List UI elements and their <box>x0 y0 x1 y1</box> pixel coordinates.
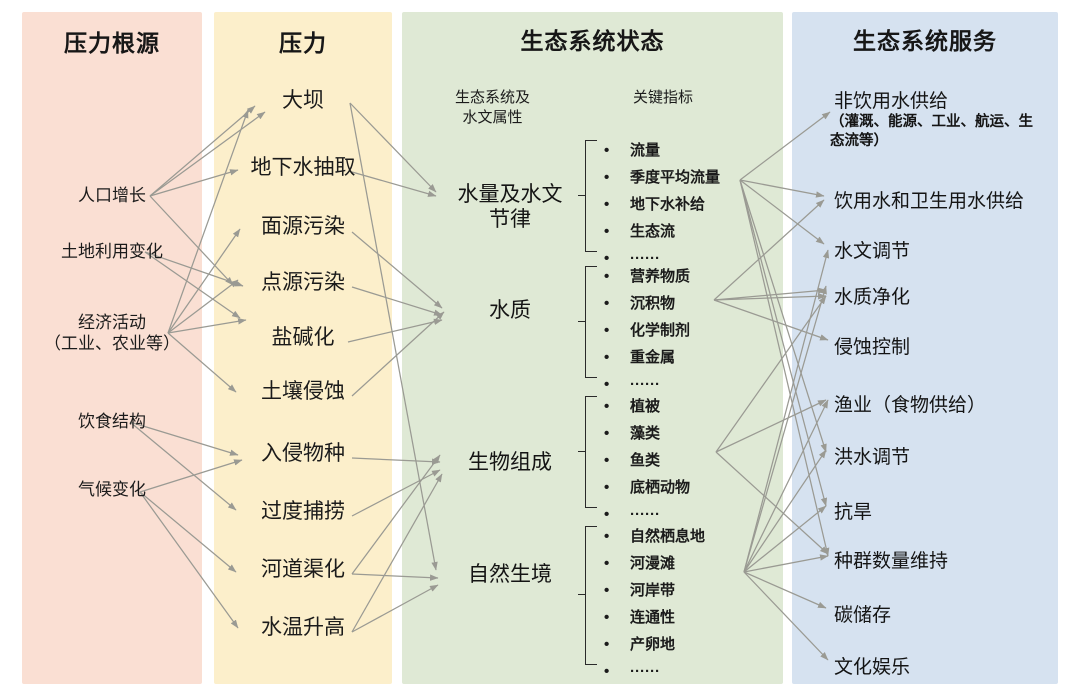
service-item-5[interactable]: 渔业（食物供给） <box>834 395 987 416</box>
pressure-item-6[interactable]: 入侵物种 <box>261 442 345 465</box>
service-item-7[interactable]: 抗旱 <box>834 502 873 523</box>
indicator: 河岸带 <box>596 577 705 604</box>
state-group-2-indicators: 植被 藻类 鱼类 底栖动物 ······ <box>596 393 690 528</box>
state-group-1-brace-tick <box>578 321 585 322</box>
indicator: 藻类 <box>596 420 690 447</box>
pressure-item-7[interactable]: 过度捕捞 <box>261 500 345 523</box>
panel-services <box>792 12 1058 684</box>
service-item-10[interactable]: 文化娱乐 <box>834 657 911 678</box>
state-group-3-indicators: 自然栖息地 河漫滩 河岸带 连通性 产卵地 ······ <box>596 523 705 685</box>
state-group-0-name-line2: 节律 <box>489 208 531 232</box>
state-group-0-name-line1: 水量及水文 <box>457 183 563 206</box>
indicator: ······ <box>596 371 690 398</box>
pressure-item-5[interactable]: 土壤侵蚀 <box>261 380 345 403</box>
service-item-6[interactable]: 洪水调节 <box>834 447 911 468</box>
state-group-1-indicators: 营养物质 沉积物 化学制剂 重金属 ······ <box>596 263 690 398</box>
pressure-item-3[interactable]: 点源污染 <box>261 271 345 294</box>
state-group-0-brace <box>585 140 597 252</box>
panel-title-drivers: 压力根源 <box>64 30 160 56</box>
pressure-item-4[interactable]: 盐碱化 <box>271 326 335 349</box>
indicator: 自然栖息地 <box>596 523 705 550</box>
driver-item-1[interactable]: 土地利用变化 <box>61 242 163 261</box>
indicator: 底栖动物 <box>596 474 690 501</box>
panel-title-services: 生态系统服务 <box>853 28 997 54</box>
panel-title-state: 生态系统状态 <box>520 28 665 54</box>
state-group-1-brace <box>585 266 597 378</box>
indicator: 鱼类 <box>596 447 690 474</box>
indicator: ······ <box>596 658 705 685</box>
indicator: 连通性 <box>596 604 705 631</box>
indicator: 沉积物 <box>596 290 690 317</box>
pressure-item-9[interactable]: 水温升高 <box>261 616 345 639</box>
indicator: 产卵地 <box>596 631 705 658</box>
service-item-2[interactable]: 水文调节 <box>834 241 911 262</box>
indicator: 营养物质 <box>596 263 690 290</box>
state-subhead-attributes-line2: 水文属性 <box>462 109 523 127</box>
indicator: 重金属 <box>596 344 690 371</box>
service-item-0[interactable]: 非饮用水供给 （灌溉、能源、工业、航运、生态流等） <box>830 86 1045 150</box>
state-group-3-name[interactable]: 自然生境 <box>430 562 590 587</box>
panel-title-pressure: 压力 <box>279 30 327 56</box>
service-item-1[interactable]: 饮用水和卫生用水供给 <box>834 191 1025 212</box>
pressure-item-1[interactable]: 地下水抽取 <box>250 156 356 179</box>
state-subhead-attributes: 生态系统及 水文属性 <box>420 88 565 129</box>
service-item-4[interactable]: 侵蚀控制 <box>834 337 911 358</box>
indicator: ······ <box>596 501 690 528</box>
state-group-0-indicators: 流量 季度平均流量 地下水补给 生态流 ······ <box>596 137 720 272</box>
state-group-2-brace-tick <box>578 451 585 452</box>
state-subhead-attributes-line1: 生态系统及 <box>454 89 530 106</box>
service-item-0-sub: （灌溉、能源、工业、航运、生态流等） <box>830 114 1033 149</box>
state-group-1-name-line1: 水质 <box>489 299 531 322</box>
service-item-8[interactable]: 种群数量维持 <box>834 551 949 572</box>
pressure-item-0[interactable]: 大坝 <box>282 89 324 112</box>
driver-item-2-line2: （工业、农业等） <box>44 333 180 353</box>
driver-item-4[interactable]: 气候变化 <box>78 480 146 499</box>
state-group-3-name-line1: 自然生境 <box>468 563 552 586</box>
state-group-2-name[interactable]: 生物组成 <box>430 450 590 475</box>
state-group-3-brace-tick <box>578 594 585 595</box>
indicator: 河漫滩 <box>596 550 705 577</box>
driver-item-2-line1: 经济活动 <box>78 313 146 332</box>
state-group-1-name[interactable]: 水质 <box>430 298 590 323</box>
service-item-0-label: 非饮用水供给 <box>834 91 949 112</box>
state-group-0-name[interactable]: 水量及水文 节律 <box>430 182 590 232</box>
driver-item-2[interactable]: 经济活动 （工业、农业等） <box>22 313 202 354</box>
service-item-3[interactable]: 水质净化 <box>834 287 911 308</box>
driver-item-0[interactable]: 人口增长 <box>78 186 146 205</box>
state-subhead-indicators: 关键指标 <box>632 89 693 106</box>
indicator: 化学制剂 <box>596 317 690 344</box>
indicator: 生态流 <box>596 218 720 245</box>
state-group-3-brace <box>585 526 597 665</box>
indicator: 地下水补给 <box>596 191 720 218</box>
driver-item-3[interactable]: 饮食结构 <box>78 412 146 431</box>
state-group-2-name-line1: 生物组成 <box>468 451 552 474</box>
indicator: 季度平均流量 <box>596 164 720 191</box>
state-group-2-brace <box>585 396 597 508</box>
service-item-9[interactable]: 碳储存 <box>834 605 892 626</box>
indicator: 植被 <box>596 393 690 420</box>
state-group-0-brace-tick <box>578 195 585 196</box>
pressure-item-2[interactable]: 面源污染 <box>261 215 345 238</box>
indicator: 流量 <box>596 137 720 164</box>
pressure-item-8[interactable]: 河道渠化 <box>261 558 345 581</box>
